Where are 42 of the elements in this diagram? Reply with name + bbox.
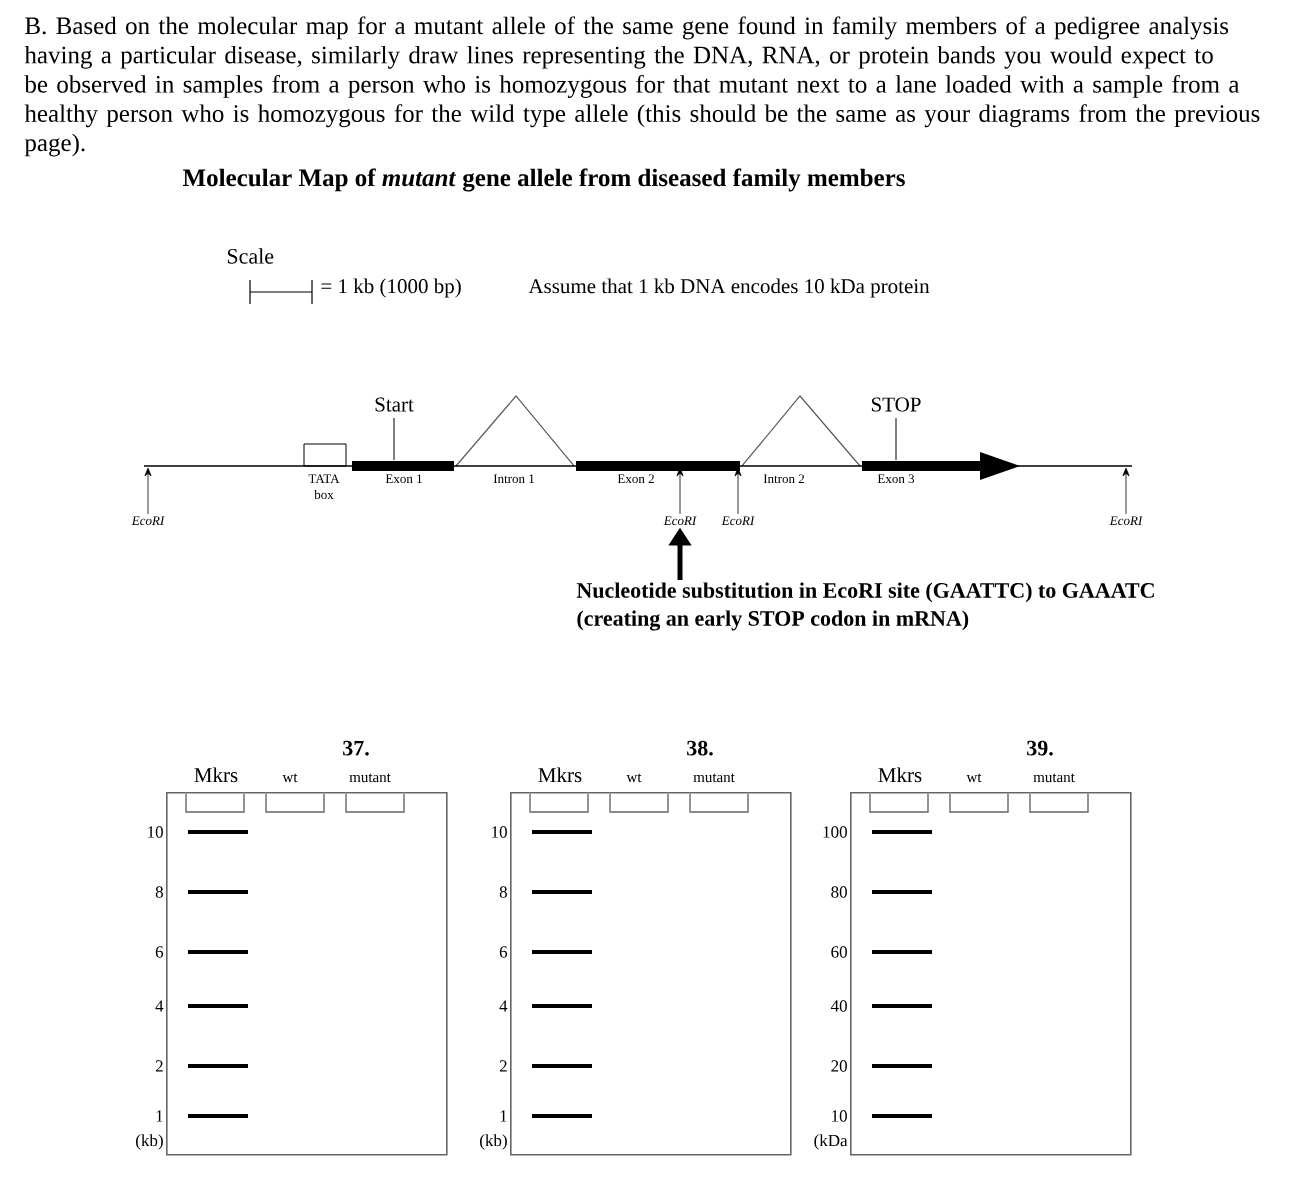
codon-label: Start bbox=[375, 397, 414, 412]
gel-number: 39. bbox=[1027, 740, 1053, 756]
question-text: B. Based on the molecular map for a mutant allele of the same gene found in family members of a pedigree analysis having a particular disease, similarly draw lines representing the DNA, RNA, or protein bands you would expect to be observed in samples from a person who is homozygous for that mutant next to a lane loaded with a sample from a healthy person who is homozygous for the wild type allele (this should be the same as your diagrams from the previous page). bbox=[24, 16, 1260, 157]
size-label: 1 bbox=[500, 1110, 507, 1122]
size-label: (kDa bbox=[814, 1134, 848, 1150]
lane-label: Mkrs bbox=[538, 767, 582, 783]
size-label: 2 bbox=[155, 1060, 163, 1072]
size-label: 2 bbox=[499, 1060, 507, 1072]
gel-number: 37. bbox=[343, 740, 369, 756]
size-label: 100 bbox=[823, 826, 847, 838]
gel-panel bbox=[510, 792, 792, 1156]
size-label: 6 bbox=[499, 946, 508, 958]
size-label: 4 bbox=[499, 1000, 508, 1012]
gel-panel bbox=[166, 792, 448, 1156]
size-label: 40 bbox=[830, 1000, 847, 1012]
size-label: 10 bbox=[492, 826, 507, 838]
size-label: 8 bbox=[499, 886, 507, 898]
size-label: 10 bbox=[832, 1110, 847, 1122]
size-label: 4 bbox=[155, 1000, 164, 1012]
size-label: 20 bbox=[831, 1060, 847, 1072]
scale-text: Scale bbox=[227, 248, 274, 264]
lane-label: Mkrs bbox=[194, 767, 238, 783]
arrow bbox=[676, 467, 684, 515]
size-label: (kb) bbox=[136, 1134, 163, 1150]
codon-label: STOP bbox=[871, 397, 921, 412]
size-label: 80 bbox=[831, 886, 847, 898]
size-label: 60 bbox=[831, 946, 847, 958]
size-label: (kb) bbox=[480, 1134, 507, 1150]
arrow bbox=[144, 467, 152, 515]
gel-number: 38. bbox=[687, 740, 713, 756]
gel-panel bbox=[850, 792, 1132, 1156]
size-label: 8 bbox=[155, 886, 163, 898]
size-label: 10 bbox=[148, 826, 163, 838]
arrow bbox=[734, 467, 742, 515]
arrow bbox=[1122, 467, 1130, 515]
annotation-text: Nucleotide substitution in EcoRI site (GAATTC) to GAAATC (creating an early STOP codon in mRNA) bbox=[576, 582, 1154, 631]
lane-label: Mkrs bbox=[878, 767, 922, 783]
scale-text: = 1 kb (1000 bp) bbox=[321, 278, 461, 298]
size-label: 1 bbox=[156, 1110, 163, 1122]
scale-text: Assume that 1 kb DNA encodes 10 kDa protein bbox=[528, 278, 930, 298]
title: Molecular Map of mutant gene allele from diseased family members bbox=[182, 168, 905, 192]
size-label: 6 bbox=[155, 946, 164, 958]
